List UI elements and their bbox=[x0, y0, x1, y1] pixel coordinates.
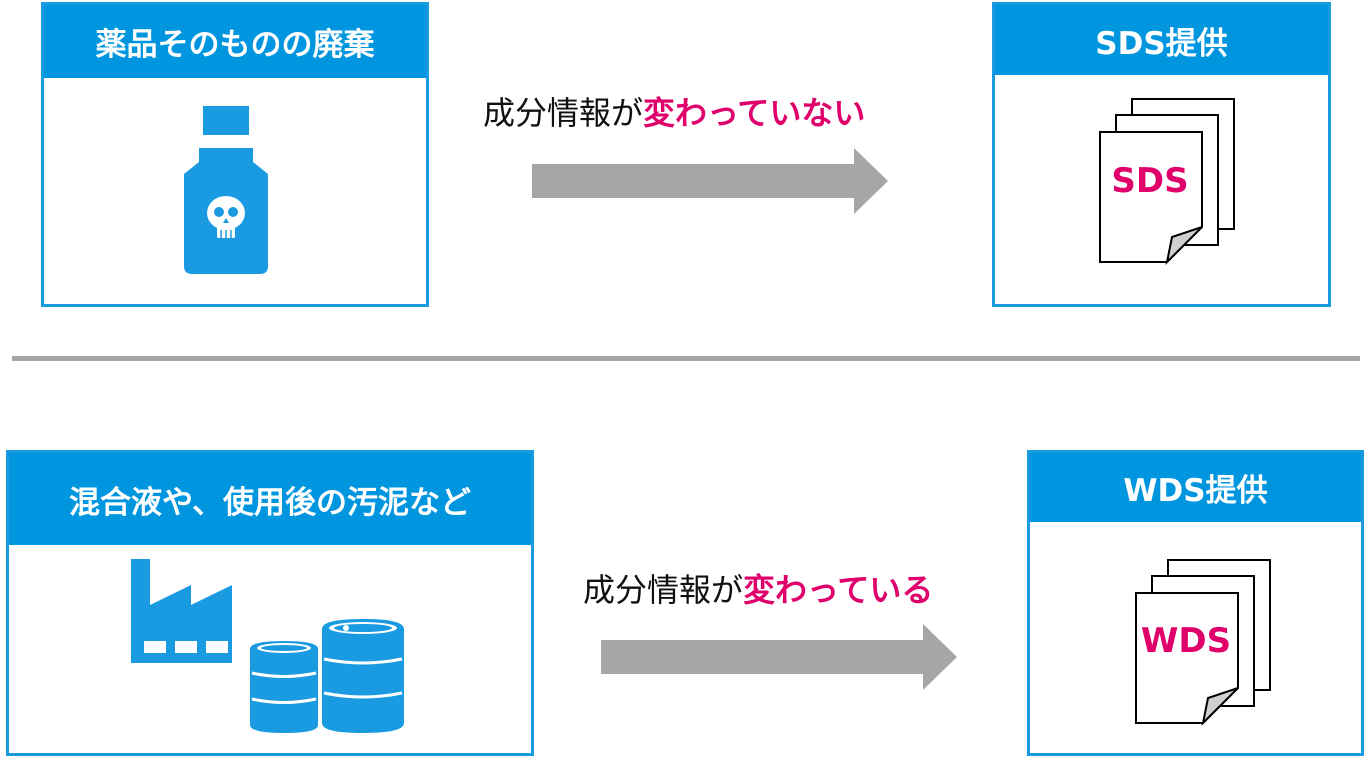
top-arrow bbox=[532, 148, 888, 214]
document-stack-icon: SDS bbox=[1099, 98, 1235, 266]
top-source-title: 薬品そのものの廃棄 bbox=[44, 5, 426, 78]
bottom-source-title: 混合液や、使用後の汚泥など bbox=[9, 453, 531, 545]
top-target-title: SDS提供 bbox=[995, 5, 1328, 75]
bottom-target-box: WDS提供 WDS bbox=[1027, 450, 1364, 756]
bottom-message-prefix: 成分情報が bbox=[583, 571, 744, 609]
factory-icon bbox=[131, 559, 232, 663]
top-message-prefix: 成分情報が bbox=[483, 94, 644, 132]
top-message: 成分情報が変わっていない bbox=[483, 88, 865, 134]
bottom-message: 成分情報が変わっている bbox=[583, 565, 933, 611]
section-divider bbox=[12, 356, 1360, 361]
bottom-source-box: 混合液や、使用後の汚泥など bbox=[6, 450, 534, 756]
document-stack-icon-bottom: WDS bbox=[1135, 559, 1271, 727]
drum-barrels-icon bbox=[250, 619, 404, 733]
bottom-arrow bbox=[601, 624, 957, 690]
top-target-box: SDS提供 SDS bbox=[992, 2, 1331, 307]
bottom-target-title: WDS提供 bbox=[1030, 453, 1361, 522]
top-message-highlight: 変わっていない bbox=[643, 94, 866, 132]
top-source-box: 薬品そのものの廃棄 bbox=[41, 2, 429, 307]
poison-bottle-icon bbox=[184, 106, 268, 274]
bottom-message-highlight: 変わっている bbox=[743, 571, 934, 609]
bottom-doc-label: WDS bbox=[1141, 621, 1231, 661]
top-doc-label: SDS bbox=[1111, 161, 1188, 201]
